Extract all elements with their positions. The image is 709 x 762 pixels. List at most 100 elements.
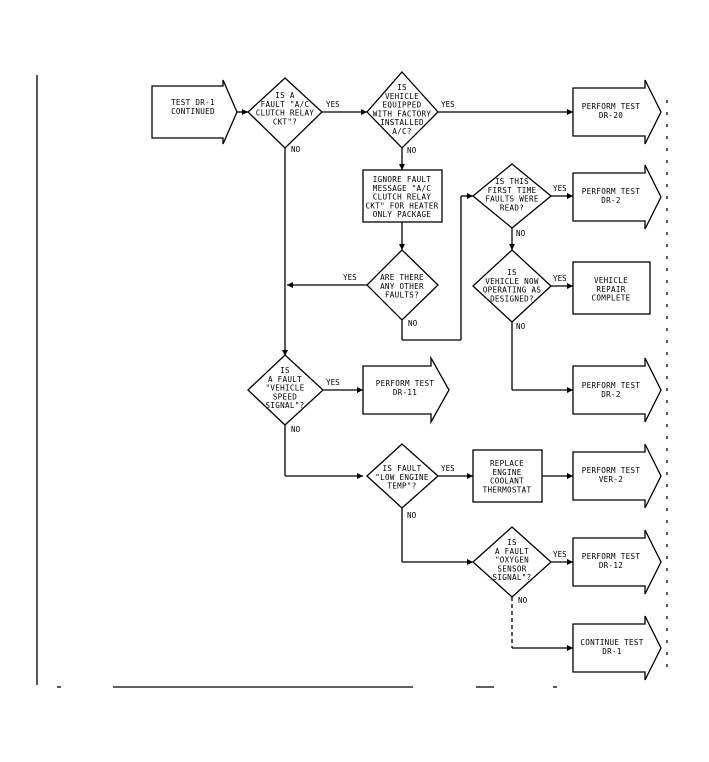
yes-label: YES <box>343 273 357 282</box>
yes-label: YES <box>326 100 340 109</box>
node-text-line: DESIGNED? <box>490 294 534 303</box>
node-text-line: DR-12 <box>599 561 623 570</box>
node-text-line: IGNORE FAULT <box>373 175 432 184</box>
node-text-line: IS <box>397 83 407 92</box>
node-text-line: CONTINUED <box>171 107 215 116</box>
yes-label: YES <box>441 100 455 109</box>
connectors <box>237 111 573 649</box>
node-text-line: DR-11 <box>393 388 417 397</box>
node-text-line: DR-1 <box>602 647 622 656</box>
no-label: NO <box>291 145 301 154</box>
yes-label: YES <box>553 550 567 559</box>
no-label: NO <box>407 511 417 520</box>
node-text-line: PERFORM TEST <box>582 552 641 561</box>
test-dr2-arrow <box>572 164 662 230</box>
node-text-line: CKT"? <box>273 117 297 126</box>
node-text-line: ONLY PACKAGE <box>373 210 432 219</box>
node-text-line: SENSOR <box>497 564 526 573</box>
node-text-line: COMPLETE <box>592 294 631 303</box>
node-text-line: CONTINUE TEST <box>580 638 643 647</box>
node-text-line: FAULTS WERE <box>485 195 539 204</box>
node-text-line: COOLANT <box>490 477 524 486</box>
node-text-line: CKT" FOR HEATER <box>365 201 438 210</box>
node-text-line: SIGNAL"? <box>266 401 305 410</box>
node-text-line: PERFORM TEST <box>582 187 641 196</box>
node-text-line: REPLACE <box>490 459 524 468</box>
continue-test-dr1-arrow <box>572 615 662 681</box>
node-text-line: SPEED <box>273 392 297 401</box>
node-text-line: WITH FACTORY <box>373 109 432 118</box>
node-text-line: PERFORM TEST <box>376 379 435 388</box>
yes-label: YES <box>441 464 455 473</box>
ignore-fault-box <box>362 169 443 223</box>
node-text-line: FIRST TIME <box>488 186 537 195</box>
node-text-line: "OXYGEN <box>495 556 529 565</box>
node-text-line: DR-2 <box>601 390 621 399</box>
test-dr11-arrow <box>362 355 450 425</box>
node-text-line: IS A <box>275 91 295 100</box>
yes-label: YES <box>326 378 340 387</box>
yes-label: YES <box>553 274 567 283</box>
node-text-line: ENGINE <box>492 468 521 477</box>
node-text-line: VEHICLE NOW <box>485 277 539 286</box>
node-text-line: TEMP"? <box>387 482 416 491</box>
node-text-line: ARE THERE <box>380 273 424 282</box>
node-text-line: VEHICLE <box>385 92 419 101</box>
node-text-line: READ? <box>500 203 524 212</box>
node-text-line: CLUTCH RELAY <box>256 109 315 118</box>
decision-other-faults <box>366 249 439 321</box>
branch-labels: YES NO YES NO YES NO YES NO YES NO YES N… <box>291 100 567 605</box>
no-label: NO <box>518 596 528 605</box>
decision-vehicle-operating-as-designed <box>472 249 552 323</box>
test-dr12-arrow <box>572 529 662 595</box>
node-text-line: "LOW ENGINE <box>375 473 429 482</box>
vehicle-repair-complete-box <box>572 261 651 315</box>
replace-thermostat-box <box>472 449 543 503</box>
node-text-line: PERFORM TEST <box>582 381 641 390</box>
node-text-line: IS <box>507 268 517 277</box>
node-text-line: DR-2 <box>601 196 621 205</box>
decision-vehicle-equipped-ac <box>366 71 439 149</box>
node-text-line: PERFORM TEST <box>582 466 641 475</box>
node-text-line: TEST DR-1 <box>171 98 215 107</box>
no-label: NO <box>408 319 418 328</box>
node-text-line: IS FAULT <box>383 464 422 473</box>
decision-ac-clutch-relay-fault <box>247 77 323 149</box>
node-text-line: FAULT "A/C <box>261 100 310 109</box>
node-text-line: OPERATING AS <box>483 286 542 295</box>
node-text-line: FAULTS? <box>385 291 419 300</box>
yes-label: YES <box>553 184 567 193</box>
no-label: NO <box>407 146 417 155</box>
node-text-line: IS <box>507 538 517 547</box>
no-label: NO <box>516 322 526 331</box>
no-label: NO <box>291 425 301 434</box>
test-ver2-arrow <box>572 443 662 509</box>
node-text-line: DR-20 <box>599 111 623 120</box>
node-text-line: IS <box>280 366 290 375</box>
decision-low-engine-temp <box>366 443 439 509</box>
node-text-line: IS THIS <box>495 177 529 186</box>
start-arrow <box>151 79 238 145</box>
node-text-line: SIGNAL"? <box>493 573 532 582</box>
node-text-line: A FAULT <box>268 375 302 384</box>
node-text-line: VEHICLE <box>594 276 628 285</box>
node-text-line: A FAULT <box>495 547 529 556</box>
node-text-line: MESSAGE "A/C <box>373 184 431 193</box>
node-text-line: "VEHICLE <box>266 384 305 393</box>
node-text-line: PERFORM TEST <box>582 102 641 111</box>
node-text-line: ANY OTHER <box>380 282 424 291</box>
node-text-line: INSTALLED <box>380 118 424 127</box>
test-dr20-arrow <box>572 79 662 145</box>
node-text-line: EQUIPPED <box>383 101 422 110</box>
node-text-line: A/C? <box>392 127 412 136</box>
node-text-line: CLUTCH RELAY <box>373 193 432 202</box>
decision-vehicle-speed-signal <box>247 354 324 426</box>
node-text-line: REPAIR <box>596 285 625 294</box>
node-text-line: VER-2 <box>599 475 623 484</box>
no-label: NO <box>516 229 526 238</box>
arrowheads <box>242 109 573 651</box>
test-dr2-second-arrow <box>572 357 662 423</box>
node-text-line: THERMOSTAT <box>483 485 532 494</box>
